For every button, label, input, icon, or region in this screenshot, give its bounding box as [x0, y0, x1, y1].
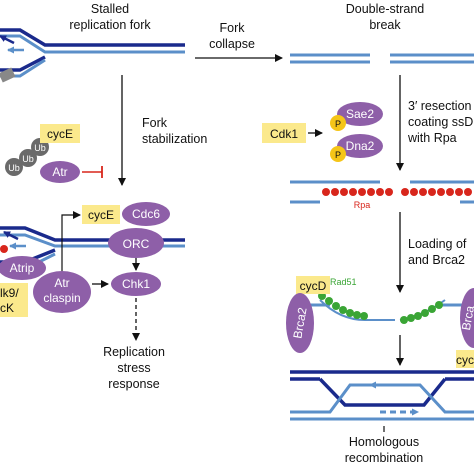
atr-claspin [33, 271, 91, 313]
brca2-right-label: Brca [459, 304, 474, 331]
hr-label-1: Homologous [349, 435, 419, 449]
cycd-label: cycD [300, 279, 327, 293]
resection-label-1: 3′ resection [408, 99, 472, 113]
atrip-label: Atrip [10, 261, 35, 275]
replication-stress-label-3: response [108, 377, 159, 391]
brca2-left [286, 293, 314, 353]
phospho-sae2 [330, 115, 346, 131]
rad51-label: Rad51 [330, 277, 357, 287]
cycd-box [296, 276, 330, 294]
brca2-right [460, 288, 474, 348]
cyce-box-mid [82, 205, 120, 224]
atrip [0, 256, 46, 280]
rpa-beads [322, 188, 472, 196]
cyce-label-top: cycE [47, 127, 73, 141]
fork-stabilization-label-1: Fork [142, 116, 168, 130]
fork-stabilization-label-2: stabilization [142, 132, 207, 146]
sae2-label: Sae2 [346, 107, 374, 121]
dna2-label: Dna2 [346, 139, 375, 153]
cdc6 [122, 202, 170, 226]
cyce-label-mid: cycE [88, 208, 114, 222]
dsb-dna [290, 53, 474, 64]
cdk1-label: Cdk1 [270, 127, 298, 141]
resected-dna [290, 180, 474, 204]
recombination-dna [290, 370, 474, 421]
cdk1-box [262, 123, 306, 143]
sae2 [337, 102, 383, 126]
phospho-dna2 [330, 146, 346, 162]
atr-mid-label: Atr [54, 276, 69, 290]
fork-collapse-label-1: Fork [220, 21, 246, 35]
phospho-label: P [335, 119, 341, 129]
chk1 [111, 272, 161, 296]
strand-arrow [0, 34, 15, 45]
cycd-right-box [456, 350, 474, 368]
rpa-label: Rpa [354, 200, 371, 210]
strand-arrow [3, 230, 19, 241]
fork-collapse-label-2: collapse [209, 37, 255, 51]
atr-top-label: Atr [52, 165, 67, 179]
stalled-fork-dna [0, 28, 185, 83]
polymerase-block [0, 67, 16, 83]
dna2 [337, 134, 383, 158]
rad51-beads [318, 292, 443, 324]
stalled-fork-label-1: Stalled [91, 2, 129, 16]
atr-top [40, 161, 80, 183]
loading-label-2: and Brca2 [408, 253, 465, 267]
resection-label-2: coating ssD [408, 115, 473, 129]
ub-label: Ub [34, 143, 46, 153]
loading-label-1: Loading of [408, 237, 467, 251]
cyce-box-top [40, 124, 80, 143]
ub-label: Ub [8, 163, 20, 173]
rad51-filament-dna [290, 292, 474, 324]
claspin-label: claspin [43, 291, 80, 305]
replication-stress-label-1: Replication [103, 345, 165, 359]
orc [108, 228, 164, 258]
replication-stress-label-2: stress [117, 361, 150, 375]
ub-label: Ub [22, 154, 34, 164]
stalled-fork-label-2: replication fork [69, 18, 151, 32]
cdc6-label: Cdc6 [132, 207, 160, 221]
phospho-label: P [335, 150, 341, 160]
orc-label: ORC [123, 237, 150, 251]
dsb-label-2: break [369, 18, 401, 32]
brca2-left-label: Brca2 [290, 306, 309, 340]
cdk9-cyck-box [0, 283, 28, 317]
hr-label-2: recombination [345, 451, 424, 465]
cyck-label: cK [0, 301, 14, 315]
chk1-label: Chk1 [122, 277, 150, 291]
resection-label-3: with Rpa [407, 131, 457, 145]
dsb-label-1: Double-strand [346, 2, 425, 16]
cycd-right-label: cyc [456, 353, 474, 367]
cdk9-label: lk9/ [0, 286, 19, 300]
